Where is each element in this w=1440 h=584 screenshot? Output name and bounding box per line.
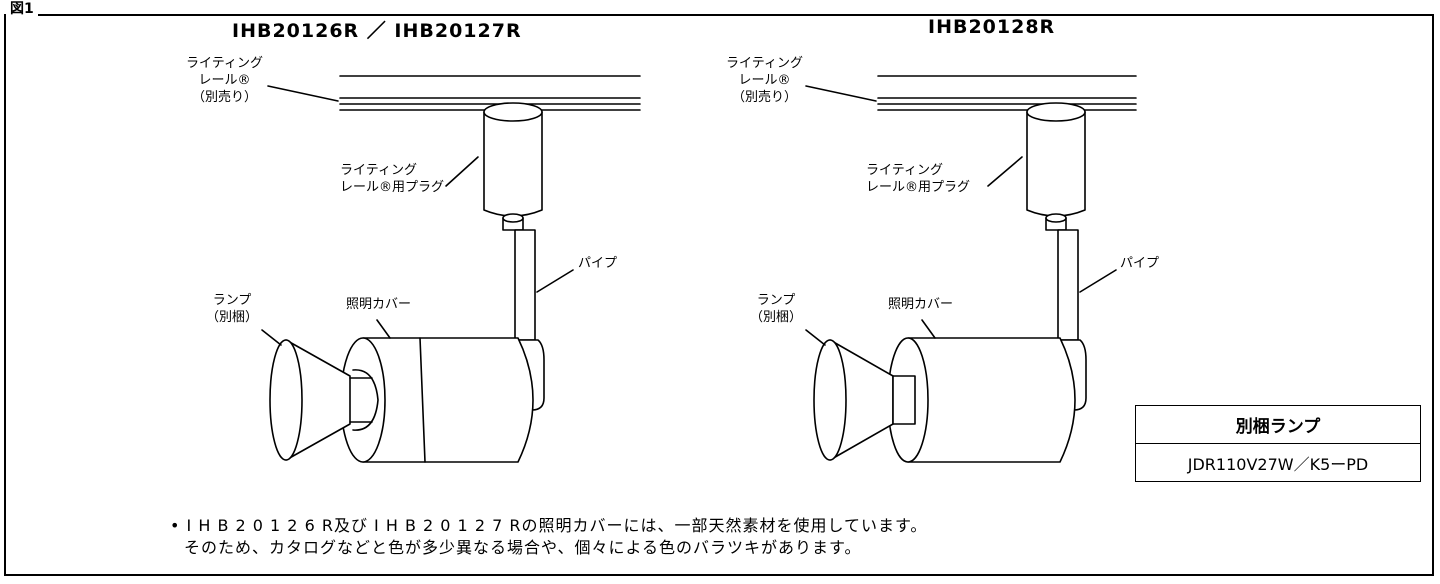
left-lamp-label: ランプ（別梱）: [206, 293, 259, 325]
diagram-frame: [4, 14, 1434, 576]
left-fixture: [269, 75, 641, 463]
note-line-1: • I H B 2 0 1 2 6 R及び I H B 2 0 1 2 7 Rの…: [170, 516, 928, 535]
left-model-title: IHB20126R ／ IHB20127R: [232, 20, 522, 42]
lamp-table-value: JDR110V27W／K5ーPD: [1136, 443, 1420, 481]
lamp-table-header: 別梱ランプ: [1235, 417, 1321, 437]
left-plug-label: ライティングレール®用プラグ: [340, 163, 445, 195]
note-line-2: そのため、カタログなどと色が多少異なる場合や、個々による色のバラツキがあります。: [184, 538, 862, 557]
right-model-title: IHB20128R: [928, 16, 1056, 38]
right-rail-label: ライティングレール®（別売り）: [726, 56, 803, 105]
right-cover-label: 照明カバー: [888, 297, 954, 312]
right-pipe-label: パイプ: [1120, 256, 1160, 271]
right-lamp-label: ランプ（別梱）: [750, 293, 803, 325]
lamp-table: 別梱ランプ JDR110V27W／K5ーPD: [1135, 405, 1421, 482]
left-cover-label: 照明カバー: [346, 297, 412, 312]
left-pipe-label: パイプ: [578, 256, 618, 271]
figure-label: 図1: [6, 0, 38, 18]
left-rail-label: ライティングレール®（別売り）: [186, 56, 263, 105]
right-plug-label: ライティングレール®用プラグ: [866, 163, 971, 195]
right-fixture: [813, 75, 1137, 463]
